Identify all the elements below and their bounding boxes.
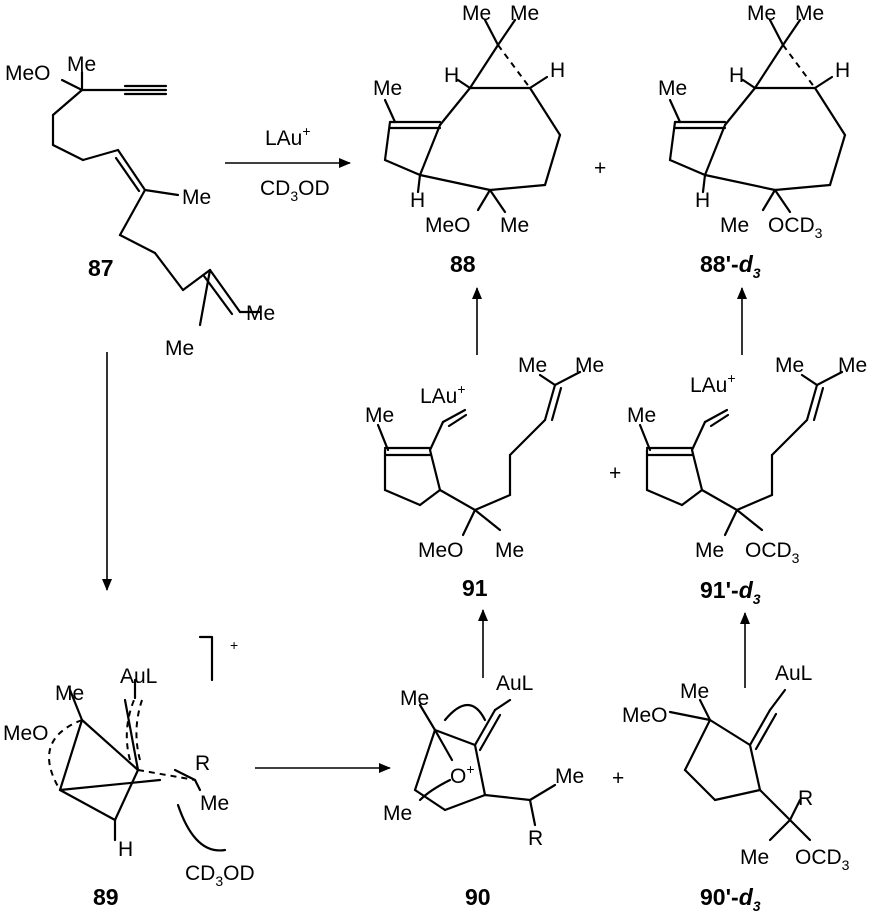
compound-label-90d3: 90'-d3: [700, 884, 761, 913]
charge-label: +: [230, 637, 238, 653]
me-label: Me: [720, 214, 749, 237]
solvent-label: CD3OD: [260, 177, 330, 204]
me-label: Me: [740, 846, 769, 869]
me-label: Me: [695, 539, 724, 562]
me-label: Me: [246, 302, 275, 325]
me-label: Me: [627, 404, 656, 427]
compound-90-structure: [413, 698, 557, 827]
h-label: H: [444, 64, 459, 87]
me-label: Me: [795, 2, 824, 25]
oxonium-label: O+: [450, 761, 475, 788]
me-label: Me: [55, 682, 84, 705]
meo-label: MeO: [5, 62, 51, 85]
compound-89-structure: [48, 635, 227, 852]
lau-label: LAu+: [420, 381, 466, 408]
me-label: Me: [747, 2, 776, 25]
me-label: Me: [495, 539, 524, 562]
ocd3-label: OCD3: [745, 539, 800, 566]
h-label: H: [695, 189, 710, 212]
compound-label-91d3: 91'-d3: [700, 577, 761, 607]
h-label: H: [550, 59, 565, 82]
compound-90d3-structure: [668, 688, 812, 842]
plus-sign: +: [612, 767, 624, 790]
meo-label: MeO: [418, 539, 464, 562]
lau-label: LAu+: [690, 370, 736, 397]
compound-label-89: 89: [93, 884, 119, 910]
me-label: Me: [775, 354, 804, 377]
compound-label-88d3: 88'-d3: [700, 251, 761, 281]
h-label: H: [835, 59, 850, 82]
meo-label: MeO: [3, 722, 49, 745]
meo-label: MeO: [622, 704, 668, 727]
r-label: R: [195, 752, 210, 775]
plus-sign: +: [609, 462, 621, 485]
compound-91d3-structure: [638, 370, 844, 537]
me-label: Me: [373, 77, 402, 100]
h-label: H: [118, 838, 133, 861]
me-label: Me: [518, 354, 547, 377]
me-label: Me: [680, 680, 709, 703]
me-label: Me: [838, 354, 867, 377]
me-label: Me: [555, 765, 584, 788]
aul-label: AuL: [496, 672, 533, 695]
compound-88d3-structure: [668, 18, 847, 214]
me-label: Me: [400, 687, 429, 710]
me-label: Me: [383, 802, 412, 825]
compound-91-structure: [376, 370, 582, 537]
me-label: Me: [510, 2, 539, 25]
compound-label-91: 91: [462, 575, 488, 601]
me-label: Me: [575, 354, 604, 377]
me-label: Me: [500, 214, 529, 237]
solvent-label: CD3OD: [185, 862, 255, 889]
compound-label-87: 87: [88, 255, 114, 281]
plus-sign: +: [594, 157, 606, 180]
aul-label: AuL: [120, 665, 157, 688]
me-label: Me: [165, 337, 194, 360]
ocd3-label: OCD3: [795, 846, 850, 873]
ocd3-label: OCD3: [768, 214, 823, 241]
me-label: Me: [365, 404, 394, 427]
me-label: Me: [462, 2, 491, 25]
h-label: H: [729, 64, 744, 87]
aul-label: AuL: [775, 662, 812, 685]
r-label: R: [528, 827, 543, 850]
r-label: R: [798, 787, 813, 810]
me-label: Me: [182, 186, 211, 209]
compound-label-88: 88: [450, 251, 476, 277]
catalyst-label: LAu+: [265, 123, 311, 150]
me-label: Me: [67, 53, 96, 76]
compound-88-structure: [383, 18, 562, 214]
me-label: Me: [200, 792, 229, 815]
compound-label-90: 90: [465, 884, 491, 910]
meo-label: MeO: [425, 214, 471, 237]
compound-87-structure: [51, 70, 262, 327]
h-label: H: [410, 189, 425, 212]
me-label: Me: [658, 77, 687, 100]
